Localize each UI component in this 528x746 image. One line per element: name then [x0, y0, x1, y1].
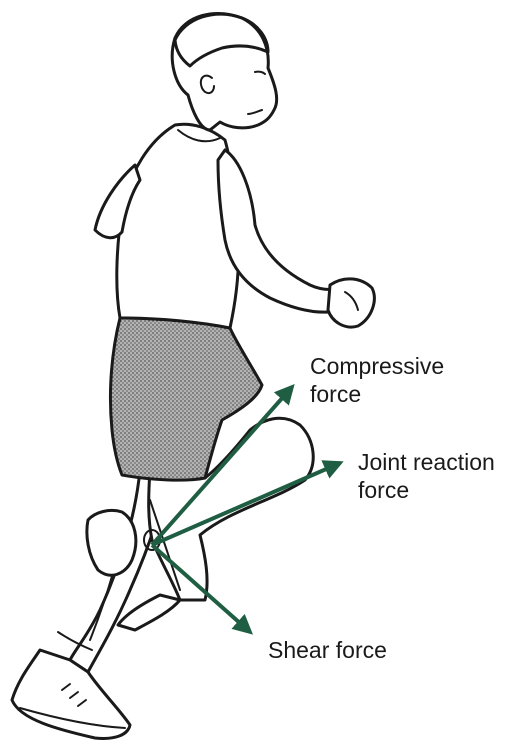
head — [172, 14, 276, 130]
compressive-label-line1: Compressive — [310, 352, 444, 380]
shear-force-label: Shear force — [268, 636, 387, 664]
joint-reaction-label-line2: force — [358, 476, 495, 504]
joint-reaction-force-label: Joint reaction force — [358, 448, 495, 504]
compressive-force-label: Compressive force — [310, 352, 444, 408]
front-arm — [218, 150, 374, 327]
joint-reaction-label-line1: Joint reaction — [358, 448, 495, 476]
front-foot — [87, 510, 136, 575]
compressive-label-line2: force — [310, 380, 444, 408]
back-shoe — [12, 650, 130, 738]
shear-label-text: Shear force — [268, 636, 387, 664]
